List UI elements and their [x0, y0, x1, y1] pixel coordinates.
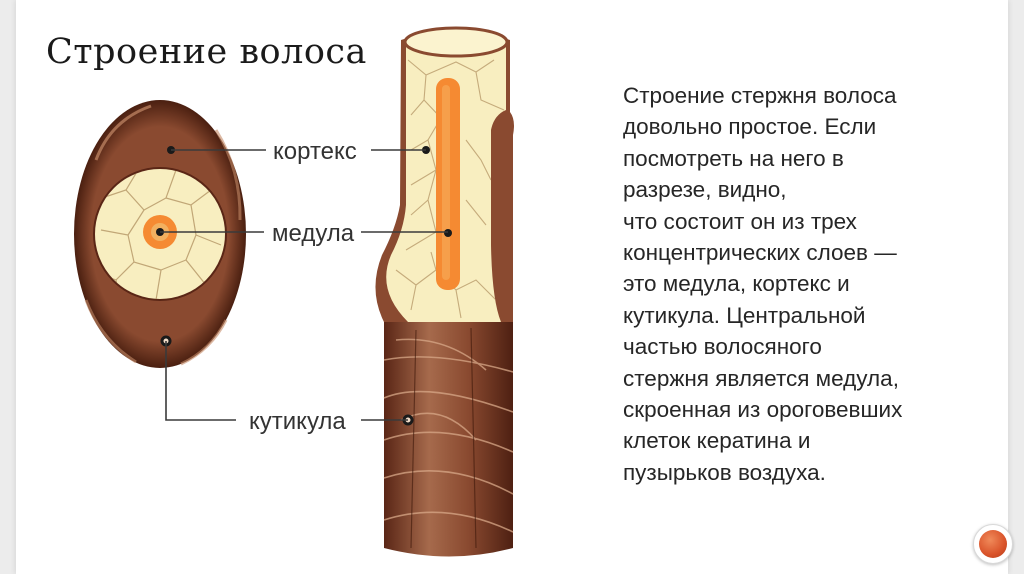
description-line: стержня является медула, [623, 365, 899, 391]
description-line: пузырьков воздуха. [623, 459, 826, 485]
description-line: клеток кератина и [623, 428, 811, 454]
hair-shaft-side-view [375, 26, 514, 557]
label-cortex: кортекс [273, 138, 357, 165]
description-line: скроенная из ороговевших [623, 397, 903, 423]
description-line: Строение стержня волоса [623, 83, 897, 108]
slide-title: Строение волоса [46, 32, 367, 72]
description-line: разрезе, видно, [623, 177, 787, 203]
description-line: это медула, кортекс и [623, 271, 850, 297]
leader-lines [160, 149, 448, 421]
shaft-top-cap [403, 26, 509, 58]
slide: Строение волоса [16, 0, 1013, 574]
description-line: концентрических слоев — [623, 240, 897, 266]
description-line: что состоит он из трех [623, 208, 857, 234]
hair-cross-section [74, 100, 246, 368]
medulla-side-pointer-dot [444, 229, 452, 237]
description-line: посмотреть на него в [623, 145, 844, 171]
next-slide-button[interactable] [973, 524, 1013, 564]
description-line: частью волосяного [623, 334, 822, 360]
next-slide-circle-icon [979, 530, 1007, 558]
label-cuticle: кутикула [249, 408, 346, 435]
hair-structure-diagram: кортекс медула кутикула [74, 26, 514, 557]
description-line: кутикула. Центральной [623, 302, 866, 328]
description-text: Строение стержня волоса довольно простое… [623, 80, 1013, 488]
description-line: довольно простое. Если [623, 114, 877, 140]
label-medulla: медула [272, 220, 355, 247]
